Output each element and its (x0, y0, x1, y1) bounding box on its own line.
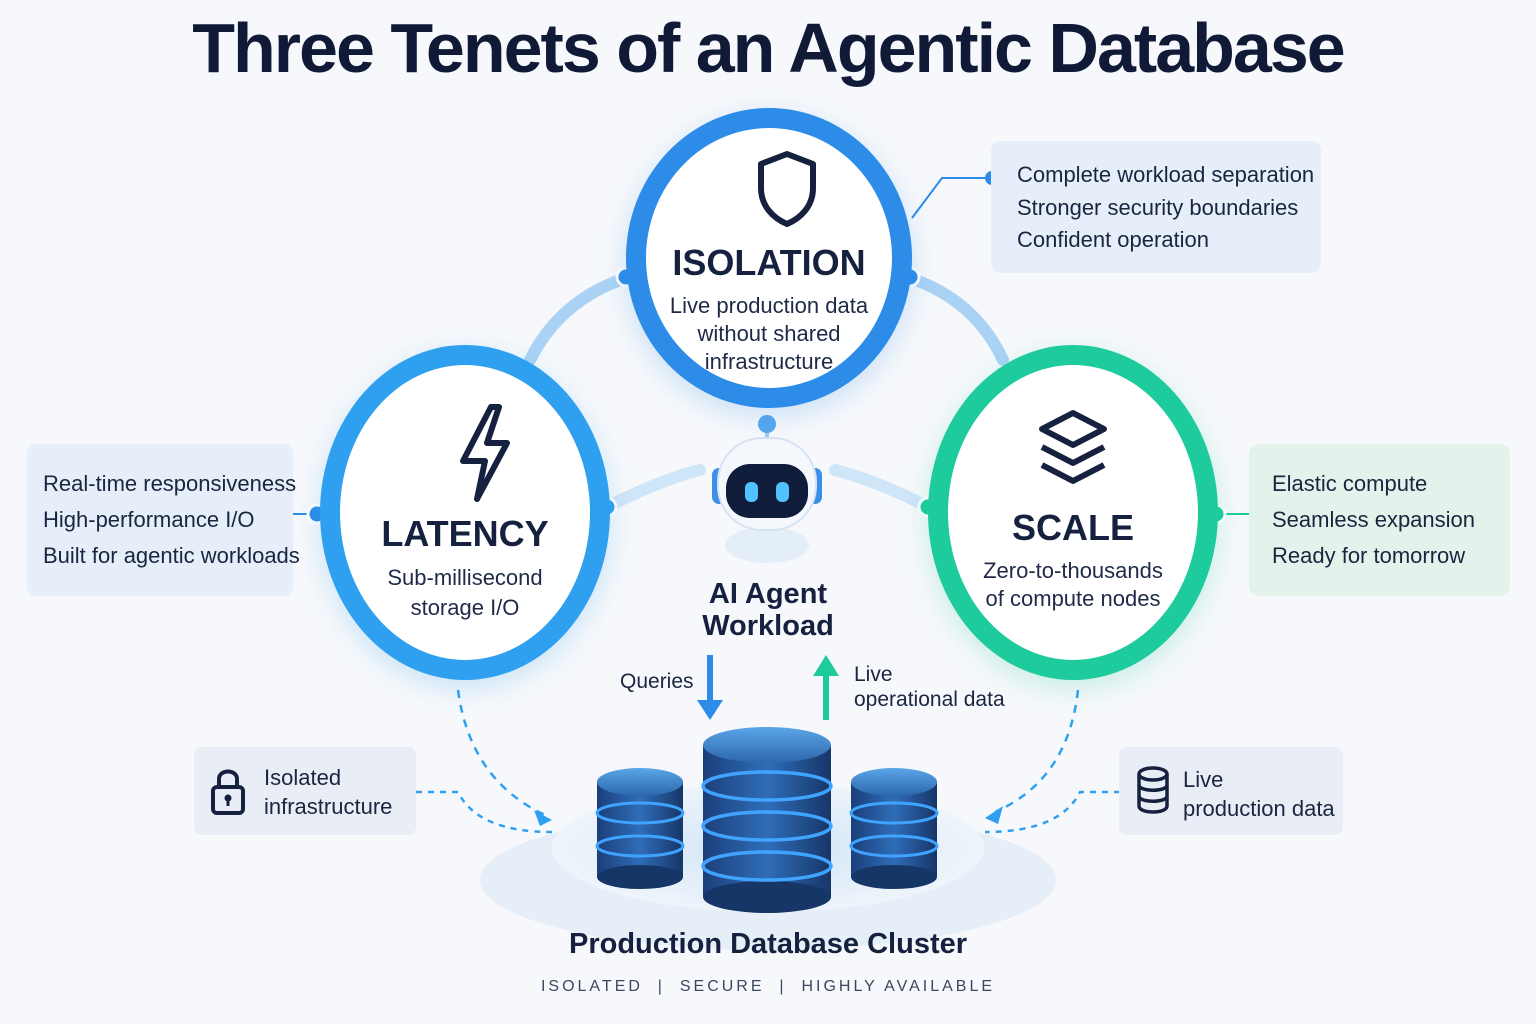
cluster-subtitle: ISOLATED | SECURE | HIGHLY AVAILABLE (540, 978, 996, 995)
live-data-label: Live operational data (854, 663, 1005, 711)
scale-description: Zero-to-thousands of compute nodes (983, 558, 1163, 611)
isolation-circle: ISOLATION Live production data without s… (626, 108, 912, 408)
arc-scale-agent (829, 464, 934, 513)
feature-item: Seamless expansion (1272, 507, 1476, 532)
db-cylinder-center (701, 727, 833, 913)
shield-icon (758, 151, 816, 227)
arc-latency-agent (601, 464, 706, 513)
dashed-scale-to-cluster (994, 689, 1080, 814)
cluster-title: Production Database Cluster (568, 928, 968, 960)
feature-item: Confident operation (1017, 227, 1210, 252)
scale-features-box: Elastic compute Seamless expansion Ready… (1249, 444, 1510, 596)
latency-title: LATENCY (381, 513, 549, 554)
feature-item: High-performance I/O (43, 507, 255, 532)
feature-item: Ready for tomorrow (1272, 543, 1466, 568)
lightning-bolt-icon (460, 404, 510, 502)
feature-item: Stronger security boundaries (1017, 194, 1299, 220)
agent-label: AI Agent Workload (702, 578, 834, 642)
dashed-right-note-to-cluster (984, 790, 1120, 834)
isolation-features-box: Complete workload separation Stronger se… (991, 141, 1321, 273)
layers-icon (1039, 410, 1107, 484)
isolation-description: Live production data without shared infr… (669, 293, 869, 374)
page-title: Three Tenets of an Agentic Database (192, 9, 1345, 87)
dashed-latency-to-cluster (456, 689, 546, 817)
isolated-infrastructure-note: Isolated infrastructure (194, 747, 416, 835)
latency-description: Sub-millisecond storage I/O (387, 565, 543, 620)
feature-item: Built for agentic workloads (43, 543, 300, 568)
arc-isolation-latency (524, 272, 632, 366)
feature-item: Complete workload separation (1017, 162, 1315, 187)
isolation-title: ISOLATION (672, 242, 866, 283)
lock-icon (211, 769, 245, 815)
dashed-left-note-to-cluster (416, 790, 553, 834)
db-cylinder-left (595, 768, 685, 889)
queries-arrow (697, 655, 723, 720)
arc-isolation-scale (904, 272, 1009, 366)
database-icon (1137, 766, 1169, 814)
latency-circle: LATENCY Sub-millisecond storage I/O (320, 345, 610, 680)
robot-icon (712, 415, 822, 563)
db-cylinder-right (849, 768, 939, 889)
feature-item: Elastic compute (1272, 471, 1428, 496)
live-production-data-note: Live production data (1119, 747, 1343, 835)
live-data-arrow (813, 655, 839, 720)
feature-item: Real-time responsiveness (43, 471, 297, 496)
callout-line-isolation (911, 177, 992, 219)
latency-features-box: Real-time responsiveness High-performanc… (27, 444, 300, 596)
scale-circle: SCALE Zero-to-thousands of compute nodes (928, 345, 1218, 680)
scale-title: SCALE (1011, 507, 1134, 548)
queries-label: Queries (620, 670, 694, 693)
